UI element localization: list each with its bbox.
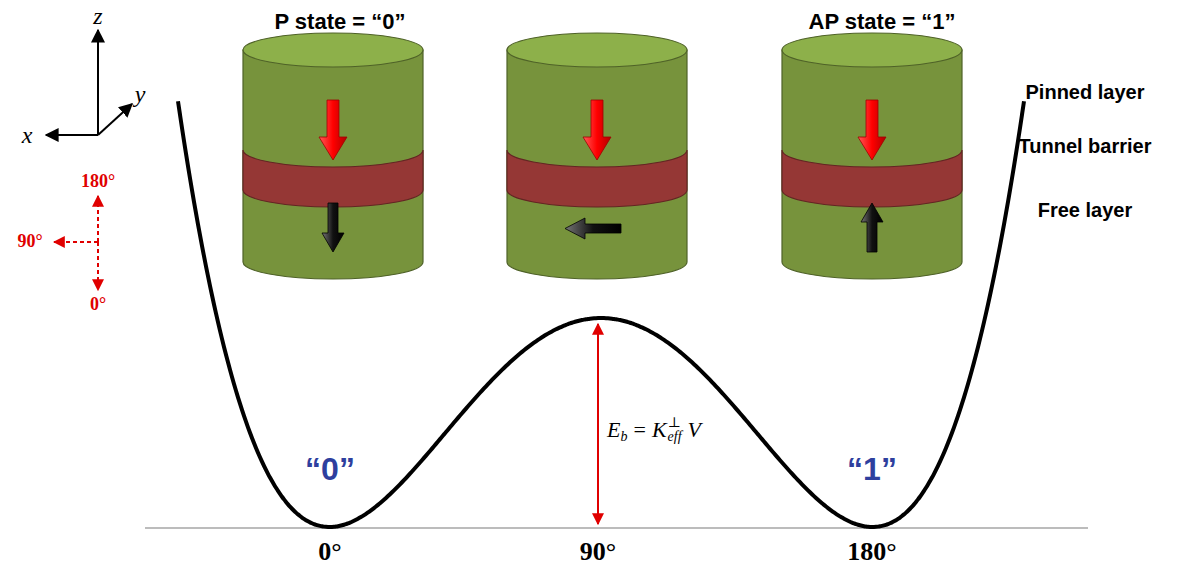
angle-label: 0° — [90, 295, 106, 315]
layer-name: Tunnel barrier — [1019, 135, 1152, 157]
axis-arrow — [97, 30, 99, 135]
axis-label: z — [93, 3, 102, 29]
state-heading: AP state = “1” — [809, 10, 956, 34]
angle-arrow — [97, 242, 99, 290]
axis-label: x — [22, 122, 33, 148]
formula-superscript: ⊥ — [668, 416, 681, 430]
state-heading: P state = “0” — [274, 10, 405, 34]
angle-tick: 180° — [847, 538, 896, 567]
stack-top — [782, 33, 962, 67]
angle-arrow — [97, 196, 99, 242]
state-value: “1” — [847, 452, 897, 487]
formula-symbol: E — [607, 418, 620, 442]
stack-body — [243, 50, 423, 279]
free-magnetization-arrow — [565, 218, 621, 239]
layer-name: Free layer — [1038, 199, 1133, 221]
angle-label: 180° — [81, 172, 115, 192]
pinned-magnetization-arrow — [858, 100, 886, 160]
free-magnetization-arrow — [322, 203, 344, 252]
mtj-stack — [243, 33, 423, 279]
baseline — [145, 527, 1088, 529]
stack-top — [243, 33, 423, 67]
layer-name: Pinned layer — [1026, 81, 1145, 103]
angle-tick: 0° — [318, 538, 341, 567]
barrier-height-arrow — [597, 324, 599, 524]
formula-script-stack: ⊥eff — [668, 416, 682, 444]
angle-arrow — [54, 241, 98, 243]
formula-subscript: b — [620, 429, 627, 444]
mtj-stack — [507, 33, 687, 279]
barrier-energy-formula: Eb = K⊥eff V — [604, 416, 704, 444]
free-magnetization-arrow — [861, 203, 883, 252]
formula-symbol: V — [688, 418, 701, 442]
axis-label: y — [135, 81, 146, 107]
energy-curve — [178, 101, 1024, 527]
formula-subscript: eff — [668, 430, 682, 444]
mtj-stack — [782, 33, 962, 279]
axis-arrow — [46, 134, 98, 136]
axis-arrow — [98, 104, 132, 135]
pinned-magnetization-arrow — [583, 100, 611, 160]
stack-top — [507, 33, 687, 67]
angle-tick: 90° — [580, 538, 616, 567]
stack-body — [507, 50, 687, 279]
stack-body — [782, 50, 962, 279]
formula-symbol: = — [633, 418, 645, 442]
axes — [46, 30, 132, 290]
formula-symbol: K — [652, 418, 667, 442]
angle-label: 90° — [17, 232, 42, 252]
pinned-magnetization-arrow — [319, 100, 347, 160]
state-value: “0” — [305, 452, 355, 487]
